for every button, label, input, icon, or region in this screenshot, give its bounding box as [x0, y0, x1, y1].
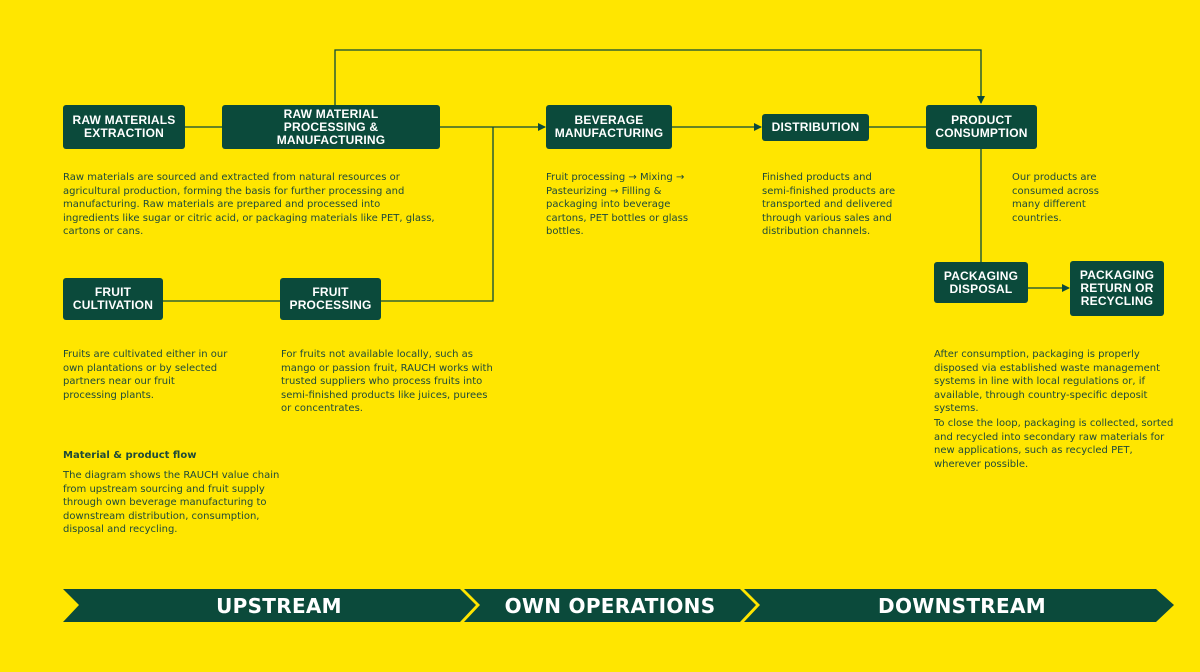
desc-packaging-recycling: To close the loop, packaging is collecte…: [934, 418, 1174, 470]
node-raw-material-processing: RAW MATERIAL PROCESSING & MANUFACTURING: [222, 105, 440, 149]
node-beverage-manufacturing: BEVERAGE MANUFACTURING: [546, 105, 672, 149]
connector-fruit-processing-to-flow: [381, 127, 494, 302]
band-own-operations-label: OWN OPERATIONS: [504, 594, 716, 618]
desc-product-consumption: Our products are consumed across many di…: [1012, 172, 1099, 224]
desc-raw-materials: Raw materials are sourced and extracted …: [63, 172, 435, 237]
desc-fruit-cultivation: Fruits are cultivated either in our own …: [63, 349, 228, 401]
node-packaging-disposal: PACKAGING DISPOSAL: [934, 262, 1028, 303]
node-distribution: DISTRIBUTION: [762, 114, 869, 141]
band-upstream-shape: [63, 589, 476, 622]
band-own-operations-shape: [464, 589, 756, 622]
node-product-consumption: PRODUCT CONSUMPTION: [926, 105, 1037, 149]
desc-distribution: Finished products and semi-finished prod…: [762, 172, 896, 237]
legend-text: The diagram shows the RAUCH value chain …: [63, 470, 280, 535]
band-downstream-label: DOWNSTREAM: [878, 594, 1046, 618]
node-fruit-cultivation: FRUIT CULTIVATION: [63, 278, 163, 320]
connector-bypass-to-consumption: [334, 49, 985, 105]
band-downstream-shape: [744, 589, 1174, 622]
node-packaging-return-recycling: PACKAGING RETURN OR RECYCLING: [1070, 261, 1164, 316]
band-upstream-label: UPSTREAM: [216, 594, 342, 618]
desc-packaging-disposal: After consumption, packaging is properly…: [934, 349, 1160, 414]
node-fruit-processing: FRUIT PROCESSING: [280, 278, 381, 320]
desc-beverage-manufacturing: Fruit processing → Mixing → Pasteurizing…: [546, 172, 689, 237]
legend-title: Material & product flow: [63, 450, 197, 461]
node-raw-materials-extraction: RAW MATERIALS EXTRACTION: [63, 105, 185, 149]
desc-fruit-processing: For fruits not available locally, such a…: [281, 349, 493, 414]
